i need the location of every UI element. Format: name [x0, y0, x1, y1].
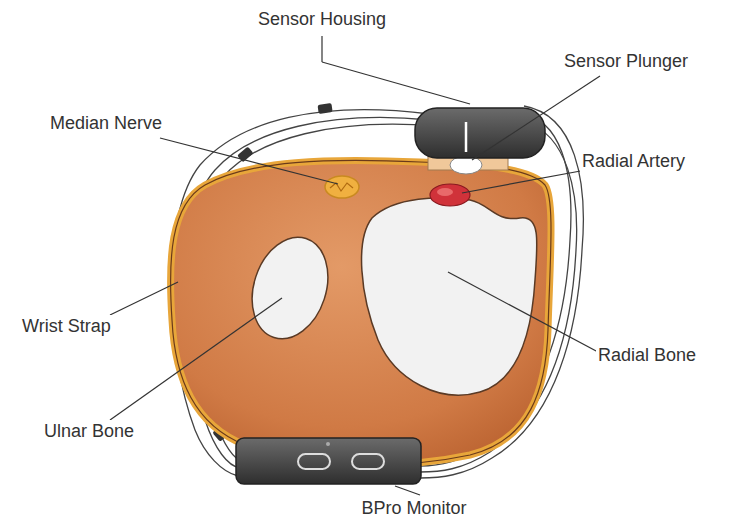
part-label: Radial Bone	[596, 344, 698, 366]
part-label: Median Nerve	[48, 112, 164, 134]
bpro-monitor	[236, 438, 421, 484]
part-label: BPro Monitor	[359, 497, 468, 519]
radial-bone	[362, 198, 537, 395]
wrist-strap	[171, 106, 583, 478]
usb-port	[298, 454, 330, 469]
radial-artery	[430, 184, 470, 206]
usb-port	[352, 454, 384, 469]
part-label: Radial Artery	[580, 150, 687, 172]
part-label: Wrist Strap	[20, 315, 113, 337]
sensor-housing	[415, 108, 545, 158]
part-label: Sensor Plunger	[562, 50, 690, 72]
part-label: Sensor Housing	[256, 8, 388, 30]
ulnar-bone	[240, 227, 341, 348]
part-label: Ulnar Bone	[42, 420, 136, 442]
skin-edge	[171, 160, 552, 464]
leader-line	[110, 36, 600, 495]
wrist-outline	[171, 160, 552, 464]
median-nerve	[325, 176, 359, 198]
